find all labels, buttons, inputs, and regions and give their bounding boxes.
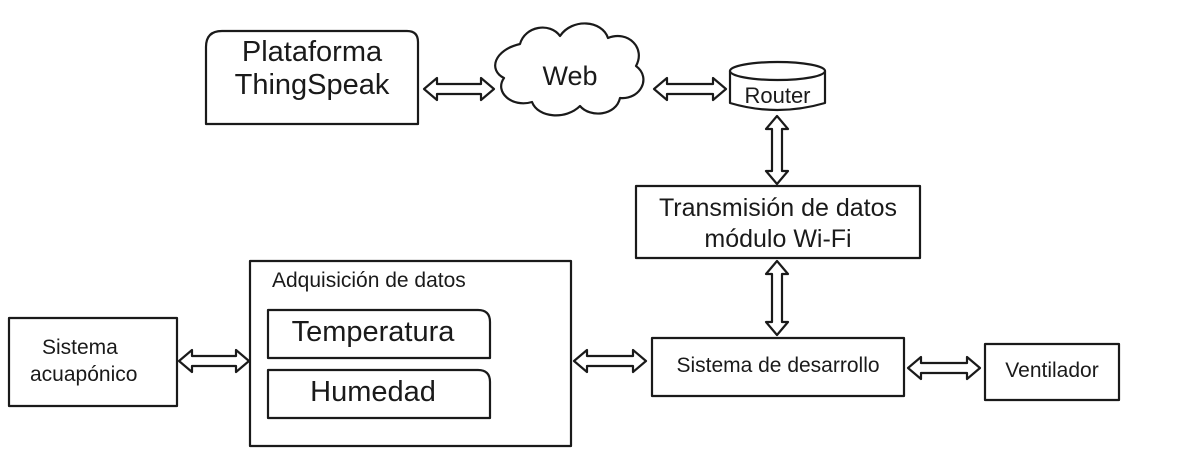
fan-box bbox=[983, 342, 1121, 402]
humidity-label: Humedad bbox=[310, 376, 436, 408]
acquisition-title: Adquisición de datos bbox=[272, 269, 466, 292]
development-label: Sistema de desarrollo bbox=[676, 354, 880, 377]
router-label: Router bbox=[744, 83, 811, 108]
arrow-development-fan bbox=[906, 355, 982, 381]
aquaponic-box bbox=[7, 316, 179, 408]
thingspeak-label: Plataforma ThingSpeak bbox=[206, 36, 418, 103]
humidity-box bbox=[266, 368, 492, 420]
thingspeak-line2: ThingSpeak bbox=[234, 69, 390, 102]
arrow-aquaponic-acquisition bbox=[177, 348, 251, 374]
aquaponic-line1: Sistema bbox=[42, 336, 118, 359]
web-cloud bbox=[494, 22, 645, 117]
arrow-router-wifi bbox=[764, 114, 790, 186]
wifi-label: Transmisión de datos módulo Wi-Fi bbox=[636, 193, 920, 256]
wifi-line1: Transmisión de datos bbox=[658, 194, 898, 222]
wifi-line2: módulo Wi-Fi bbox=[704, 225, 852, 254]
aquaponic-line2: acuapónico bbox=[30, 363, 138, 387]
arrow-wifi-development bbox=[764, 259, 790, 337]
arrow-web-router bbox=[652, 76, 728, 102]
temperature-label: Temperatura bbox=[291, 316, 455, 348]
arrow-thingspeak-web bbox=[422, 76, 496, 102]
arrow-acquisition-development bbox=[572, 348, 648, 374]
web-label: Web bbox=[542, 61, 598, 91]
temperature-box bbox=[266, 308, 492, 360]
router-cylinder bbox=[728, 71, 827, 112]
development-box bbox=[650, 336, 906, 398]
thingspeak-line1: Plataforma bbox=[241, 36, 383, 68]
wifi-box bbox=[634, 184, 922, 260]
thingspeak-box bbox=[204, 29, 420, 126]
fan-label: Ventilador bbox=[1005, 359, 1099, 382]
aquaponic-label: Sistema acuapónico bbox=[14, 334, 164, 389]
router-cylinder-top bbox=[728, 60, 827, 82]
